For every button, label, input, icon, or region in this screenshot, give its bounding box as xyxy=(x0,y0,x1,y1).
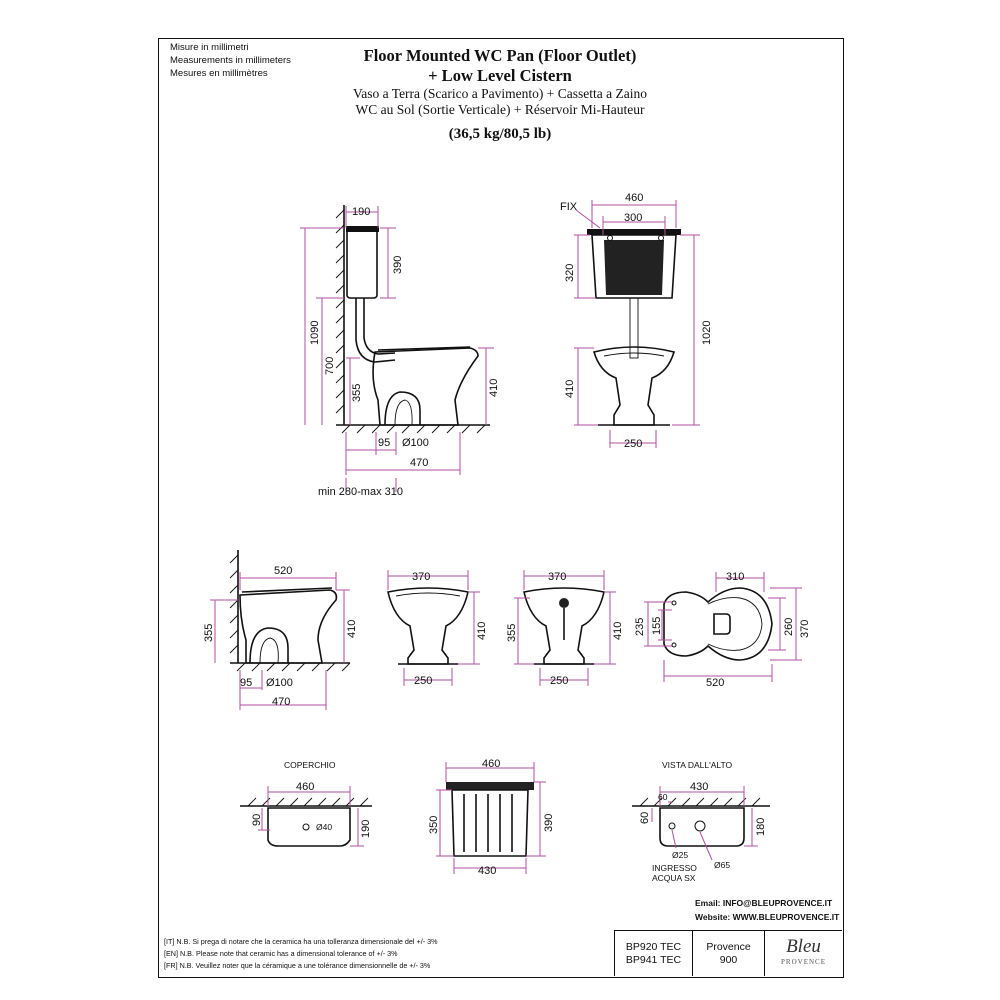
side-dim-1090: 1090 xyxy=(309,321,321,345)
pan-back-dim-410: 410 xyxy=(612,622,624,640)
top-dim-60b: 60 xyxy=(639,812,651,824)
title-weight: (36,5 kg/80,5 lb) xyxy=(448,126,552,142)
titleblock-codes: BP920 TEC BP941 TEC xyxy=(614,930,692,976)
top-dim-430: 430 xyxy=(690,781,708,793)
top-dim-180: 180 xyxy=(755,818,767,836)
lid-dim-40: Ø40 xyxy=(316,822,332,832)
side-view: 190 390 1090 700 355 410 95 Ø100 470 xyxy=(300,205,500,492)
side-dim-700: 700 xyxy=(324,357,336,375)
note-fr: [FR] N.B. Veuillez noter que la céramiqu… xyxy=(164,961,431,970)
title-block-header: Floor Mounted WC Pan (Floor Outlet) + Lo… xyxy=(300,46,700,143)
front-dim-460: 460 xyxy=(625,192,643,204)
top-dim-25: Ø25 xyxy=(672,850,688,860)
contact-email: Email: INFO@BLEUPROVENCE.IT xyxy=(695,898,833,908)
pan-side-dim-95: 95 xyxy=(240,677,252,689)
drawing-frame xyxy=(158,38,844,978)
pan-side-dim-410: 410 xyxy=(346,620,358,638)
contact-info: Email: INFO@BLEUPROVENCE.IT Website: WWW… xyxy=(695,896,839,924)
side-dim-100: Ø100 xyxy=(402,437,429,449)
side-dim-390: 390 xyxy=(392,256,404,274)
side-dim-470: 470 xyxy=(410,457,428,469)
cistern-view: 460 350 390 430 xyxy=(428,758,555,877)
pan-back-dim-355: 355 xyxy=(506,624,518,642)
series-name: Provence xyxy=(706,940,751,953)
lid-dim-190: 190 xyxy=(360,820,372,838)
top-dim-65: Ø65 xyxy=(714,860,730,870)
pan-top-view: 310 235 155 260 370 520 xyxy=(634,571,811,689)
side-dim-410: 410 xyxy=(488,379,500,397)
pan-side-dim-520: 520 xyxy=(274,565,292,577)
contact-website: Website: WWW.BLEUPROVENCE.IT xyxy=(695,912,840,922)
tolerance-notes: [IT] N.B. Si prega di notare che la cera… xyxy=(164,936,437,972)
units-it: Misure in millimetri xyxy=(170,42,249,53)
titleblock-logo: Bleu PROVENCE xyxy=(764,930,842,976)
lid-view: COPERCHIO 460 90 Ø40 190 xyxy=(240,760,372,847)
pan-front-dim-410: 410 xyxy=(476,622,488,640)
lid-dim-460: 460 xyxy=(296,781,314,793)
pan-top-dim-235: 235 xyxy=(634,618,646,636)
pan-top-dim-260: 260 xyxy=(783,618,795,636)
pan-side-dim-100: Ø100 xyxy=(266,677,293,689)
title-line2: + Low Level Cistern xyxy=(428,66,572,85)
top-inlet-line1: INGRESSO xyxy=(652,863,697,873)
product-code-1: BP920 TEC xyxy=(625,940,682,953)
units-note: Misure in millimetri Measurements in mil… xyxy=(170,41,291,80)
lid-dim-90: 90 xyxy=(251,814,263,826)
pan-back-view: 370 355 410 250 xyxy=(506,570,624,687)
front-dim-320: 320 xyxy=(564,264,576,282)
pan-top-dim-370: 370 xyxy=(799,620,811,638)
titleblock-series: Provence 900 xyxy=(692,930,764,976)
pan-front-dim-250: 250 xyxy=(414,675,432,687)
side-dim-minmax: min 280-max 310 xyxy=(318,486,403,498)
cistern-dim-350: 350 xyxy=(428,816,440,834)
front-dim-300: 300 xyxy=(624,212,642,224)
pan-top-dim-520: 520 xyxy=(706,677,724,689)
pan-back-dim-370: 370 xyxy=(548,571,566,583)
side-dim-95: 95 xyxy=(378,437,390,449)
note-it: [IT] N.B. Si prega di notare che la cera… xyxy=(164,937,438,946)
pan-back-dim-250: 250 xyxy=(550,675,568,687)
cistern-dim-390: 390 xyxy=(543,814,555,832)
cistern-dim-430: 430 xyxy=(478,865,496,877)
cistern-dim-460: 460 xyxy=(482,758,500,770)
brand-logo: Bleu xyxy=(786,936,821,957)
note-en: [EN] N.B. Please note that ceramic has a… xyxy=(164,949,398,958)
front-view: FIX 460 300 320 1020 410 250 xyxy=(560,192,713,450)
title-line1: Floor Mounted WC Pan (Floor Outlet) xyxy=(363,46,637,65)
pan-front-view: 370 410 250 xyxy=(387,570,488,687)
pan-front-dim-370: 370 xyxy=(412,571,430,583)
top-dim-60a: 60 xyxy=(658,792,668,802)
side-dim-190: 190 xyxy=(352,206,370,218)
brand-logo-sub: PROVENCE xyxy=(781,958,826,966)
side-dim-355: 355 xyxy=(351,384,363,402)
units-fr: Mesures en millimètres xyxy=(170,68,268,79)
front-dim-1020: 1020 xyxy=(701,321,713,345)
pan-side-view: 520 355 410 95 Ø100 470 xyxy=(203,550,358,710)
lid-label: COPERCHIO xyxy=(284,760,336,770)
product-code-2: BP941 TEC xyxy=(625,953,682,966)
title-italian: Vaso a Terra (Scarico a Pavimento) + Cas… xyxy=(353,86,647,101)
pan-side-dim-355: 355 xyxy=(203,624,215,642)
front-dim-250: 250 xyxy=(624,438,642,450)
units-en: Measurements in millimeters xyxy=(170,55,291,66)
front-label-fix: FIX xyxy=(560,201,578,213)
top-inlet-line2: ACQUA SX xyxy=(652,873,696,883)
title-french: WC au Sol (Sortie Verticale) + Réservoir… xyxy=(355,102,645,117)
cistern-top-view: VISTA DALL'ALTO 430 60 60 180 Ø25 Ø65 IN… xyxy=(632,760,770,883)
pan-top-dim-155: 155 xyxy=(651,617,663,635)
pan-side-dim-470: 470 xyxy=(272,696,290,708)
series-number: 900 xyxy=(719,953,738,966)
top-view-label: VISTA DALL'ALTO xyxy=(662,760,733,770)
front-dim-410: 410 xyxy=(564,380,576,398)
pan-top-dim-310: 310 xyxy=(726,571,744,583)
